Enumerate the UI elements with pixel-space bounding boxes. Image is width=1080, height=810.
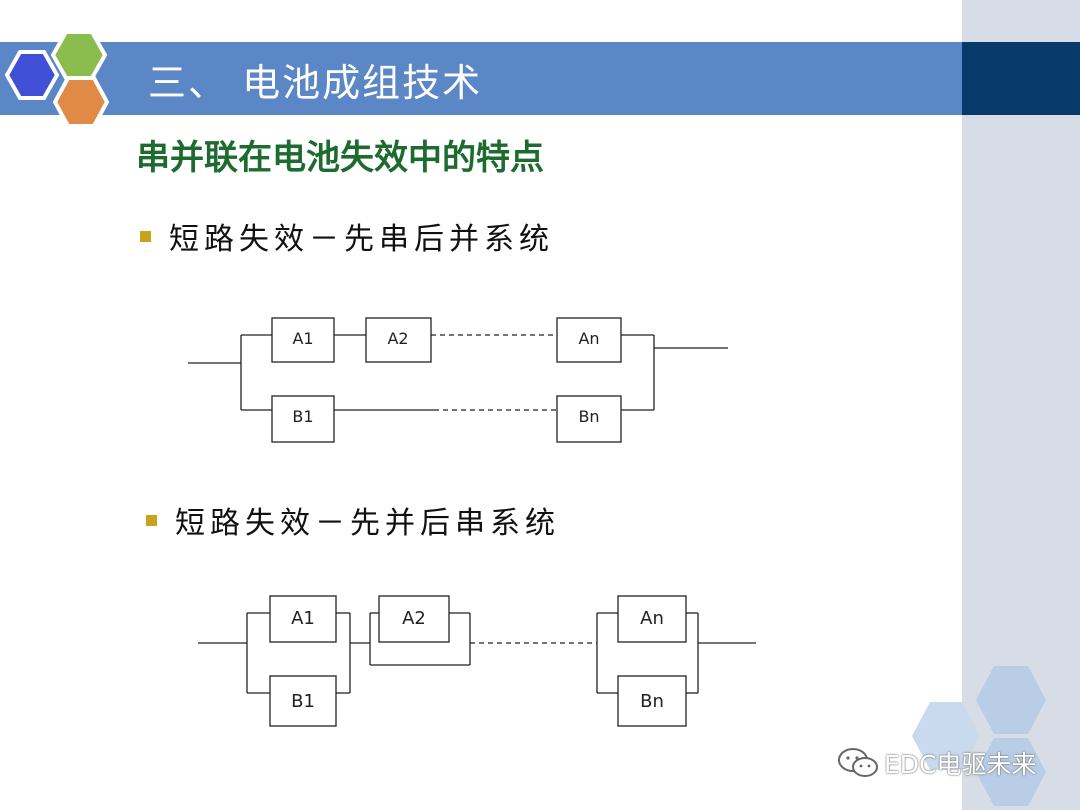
cell-box-an <box>556 317 622 363</box>
bullet-item-parallel-series: 短路失效－先并后串系统 <box>146 498 560 542</box>
diagram2-labels: A1 A2 An B1 Bn <box>291 608 664 712</box>
watermark: EDC电驱未来 <box>836 745 1037 781</box>
watermark-text: EDC电驱未来 <box>884 750 1037 779</box>
label-a2: A2 <box>387 329 408 348</box>
diagram-series-then-parallel <box>188 317 728 443</box>
label-b1: B1 <box>292 407 313 426</box>
title-bar-dark-block <box>962 42 1080 115</box>
page-title: 三、 电池成组技术 <box>148 61 483 105</box>
cell-box-a1 <box>269 595 337 643</box>
label-b1: B1 <box>291 691 315 712</box>
wechat-icon <box>838 748 878 777</box>
cell-box-an <box>617 595 687 643</box>
label-bn: Bn <box>640 691 664 712</box>
bullet-square-icon <box>146 514 157 526</box>
label-bn: Bn <box>578 407 599 426</box>
diagram1-labels: A1 A2 An B1 Bn <box>292 329 599 426</box>
label-a1: A1 <box>291 608 315 629</box>
bullet-item-series-parallel: 短路失效－先串后并系统 <box>140 214 554 258</box>
cell-box-a2 <box>378 595 450 643</box>
label-a1: A1 <box>292 329 313 348</box>
label-an: An <box>578 329 599 348</box>
bullet-text: 短路失效－先串后并系统 <box>169 222 554 257</box>
label-an: An <box>640 608 664 629</box>
decorative-hexagons <box>912 666 1046 806</box>
label-a2: A2 <box>402 608 426 629</box>
cell-box-b1 <box>269 675 337 727</box>
cell-box-b1 <box>271 395 335 443</box>
cell-box-bn <box>556 395 622 443</box>
hexagon-logo-icon <box>4 30 110 128</box>
bullet-text: 短路失效－先并后串系统 <box>175 506 560 541</box>
cell-box-a2 <box>365 317 432 363</box>
cell-box-a1 <box>271 317 335 363</box>
bullet-square-icon <box>140 230 151 242</box>
section-subtitle: 串并联在电池失效中的特点 <box>136 138 544 178</box>
circuit-diagrams: A1 A2 An B1 Bn A1 <box>188 317 756 727</box>
diagram-parallel-then-series <box>198 595 756 727</box>
title-bar <box>0 42 962 115</box>
cell-box-bn <box>617 675 687 727</box>
